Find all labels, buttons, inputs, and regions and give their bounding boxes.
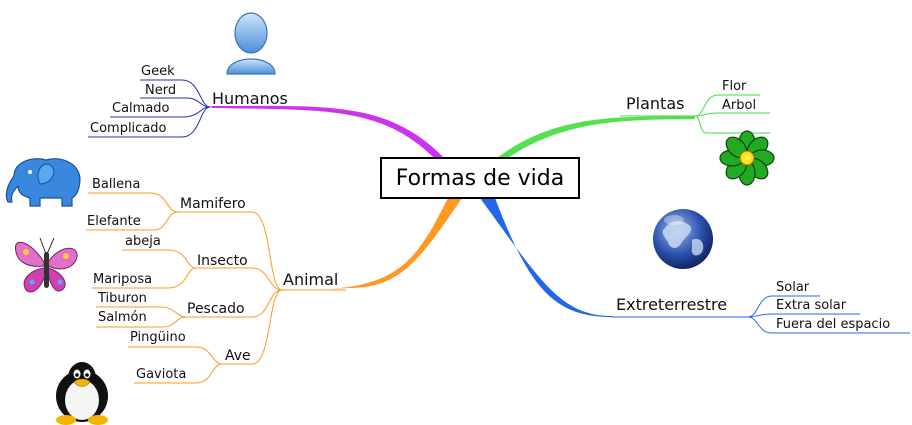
penguin-icon [56, 362, 108, 425]
group-pescado[interactable]: Pescado [187, 301, 245, 317]
leaf-tiburon[interactable]: Tiburon [98, 291, 147, 306]
leaf-geek[interactable]: Geek [141, 64, 175, 79]
leaf-ballena[interactable]: Ballena [92, 177, 141, 192]
leaf-pinguino[interactable]: Pingüino [130, 330, 186, 345]
leaf-gaviota[interactable]: Gaviota [136, 367, 187, 382]
extreterrestre-leaf-connectors [747, 295, 910, 334]
leaf-solar[interactable]: Solar [776, 280, 810, 295]
group-mamifero[interactable]: Mamifero [180, 196, 246, 212]
central-topic[interactable]: Formas de vida [380, 157, 580, 199]
leaf-arbol[interactable]: Arbol [722, 98, 757, 113]
butterfly-icon [14, 237, 78, 293]
leaf-mariposa[interactable]: Mariposa [93, 272, 153, 287]
branch-extreterrestre[interactable]: Extreterrestre [616, 295, 728, 314]
leaf-nerd[interactable]: Nerd [145, 83, 177, 98]
leaf-elefante[interactable]: Elefante [87, 214, 141, 229]
group-insecto[interactable]: Insecto [197, 253, 248, 269]
connector-plantas [497, 116, 695, 160]
branch-plantas[interactable]: Plantas [626, 94, 685, 113]
branch-animal[interactable]: Animal [283, 270, 339, 289]
leaf-calmado[interactable]: Calmado [112, 101, 170, 116]
plantas-leaf-connectors [695, 94, 770, 134]
leaf-flor[interactable]: Flor [722, 79, 747, 94]
branch-humanos[interactable]: Humanos [212, 89, 288, 108]
leaf-extra-solar[interactable]: Extra solar [776, 298, 847, 313]
globe-icon [653, 209, 713, 269]
group-ave[interactable]: Ave [225, 348, 251, 364]
connector-animal [330, 198, 462, 289]
leaf-complicado[interactable]: Complicado [90, 121, 167, 136]
connector-extreterrestre [480, 198, 615, 318]
flower-icon [719, 130, 775, 186]
person-icon [226, 12, 276, 75]
leaf-fuera-del-espacio[interactable]: Fuera del espacio [776, 317, 891, 332]
animal-connectors [86, 192, 283, 384]
leaf-salmon[interactable]: Salmón [98, 310, 147, 325]
elephant-icon [5, 158, 81, 207]
connector-humanos [212, 105, 448, 164]
humanos-leaf-connectors [88, 79, 211, 138]
leaf-abeja[interactable]: abeja [125, 234, 161, 249]
